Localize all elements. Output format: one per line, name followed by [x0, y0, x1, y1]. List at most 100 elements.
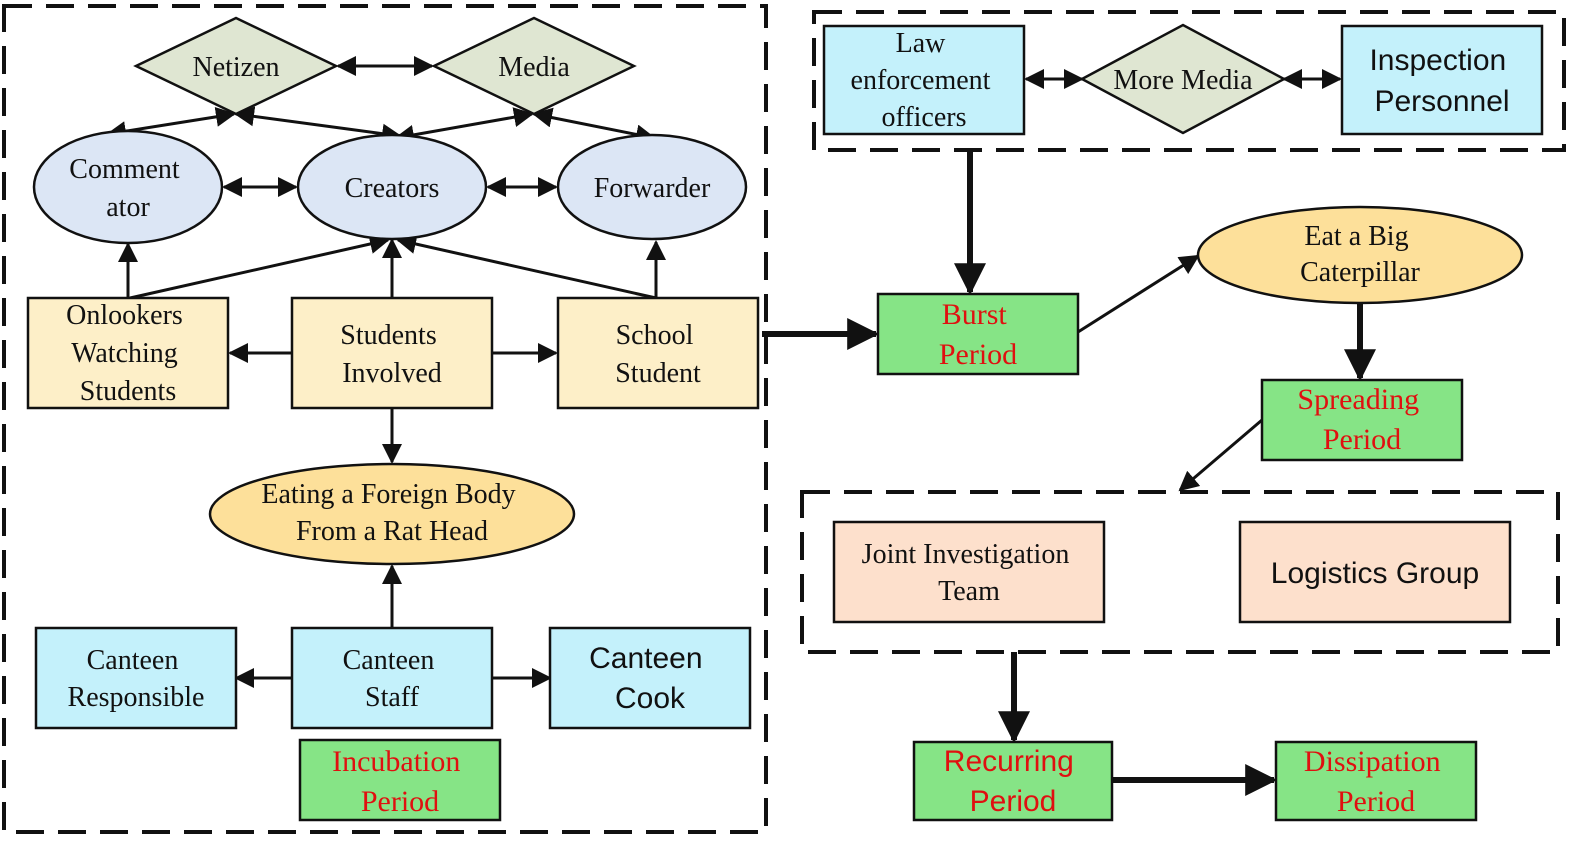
school-student-box: School Student: [556, 296, 760, 410]
burst-label-line2: Period: [939, 338, 1017, 371]
svg-text:Law enforcement of: Law enforcement officers: [851, 28, 998, 133]
svg-text:Comment ator: Comment ator: [69, 154, 186, 223]
law-officers-label-line2: enforcement: [851, 65, 991, 96]
law-officers-label-line1: Law: [896, 28, 947, 59]
recurring-label-line2: Period: [970, 785, 1057, 818]
joint-team-box: Joint Investigation Team: [832, 520, 1106, 624]
svg-text:Eat a Big Caterpillar: Eat a Big Caterpillar: [1300, 221, 1420, 288]
svg-text:More Media: More Media: [1113, 65, 1253, 96]
svg-text:Recurring Period: Recurring Period: [944, 745, 1082, 818]
joint-team-label-line1: Joint Investigation: [862, 539, 1070, 570]
svg-text:Netizen: Netizen: [192, 52, 279, 83]
inspection-label-line1: Inspection: [1369, 44, 1506, 77]
svg-text:Forwarder: Forwarder: [594, 173, 711, 204]
recurring-period-box: Recurring Period: [912, 740, 1114, 822]
law-officers-label-line3: officers: [882, 102, 967, 133]
more-media-diamond: More Media: [1079, 23, 1287, 135]
logistics-label: Logistics Group: [1271, 557, 1479, 590]
law-officers-box: Law enforcement officers: [822, 24, 1026, 136]
svg-text:Dissipation Period: Dissipation Period: [1304, 745, 1448, 818]
canteen-cook-label-line1: Canteen: [589, 642, 702, 675]
edge-netizen-creators: [234, 106, 402, 144]
spreading-period-box: Spreading Period: [1260, 378, 1464, 462]
canteen-responsible-label-line1: Canteen: [87, 645, 179, 676]
onlookers-label-line2: Watching: [71, 338, 178, 369]
netizen-label: Netizen: [192, 52, 279, 83]
canteen-staff-label-line1: Canteen: [343, 645, 435, 676]
school-student-label-line2: Student: [615, 358, 701, 389]
canteen-staff-label-line2: Staff: [365, 682, 420, 713]
onlookers-label-line1: Onlookers: [66, 300, 183, 331]
edge-school-creators: [396, 234, 657, 300]
canteen-responsible-label-line2: Responsible: [68, 682, 205, 713]
incubation-period-box: Incubation Period: [298, 738, 502, 822]
svg-text:Eating a Foreign Body Fr: Eating a Foreign Body From a Rat Head: [261, 479, 522, 547]
forwarder-ellipse: Forwarder: [556, 133, 748, 241]
burst-label-line1: Burst: [942, 298, 1008, 331]
svg-text:School Student: School Student: [615, 320, 701, 389]
recurring-label-line1: Recurring: [944, 745, 1074, 778]
canteen-cook-box: Canteen Cook: [548, 626, 752, 730]
caterpillar-ellipse: Eat a Big Caterpillar: [1196, 205, 1524, 305]
svg-text:Burst Period: Burst Period: [939, 298, 1017, 371]
edge-spreading-response: [1178, 418, 1263, 492]
dissipation-label-line2: Period: [1337, 785, 1415, 818]
dissipation-period-box: Dissipation Period: [1274, 740, 1478, 822]
media-diamond: Media: [431, 16, 637, 116]
netizen-diamond: Netizen: [133, 16, 339, 116]
svg-text:Inspection Personnel: Inspection Personnel: [1369, 44, 1514, 118]
svg-text:Logistics Group: Logistics Group: [1271, 557, 1479, 590]
svg-text:Spreading Period: Spreading Period: [1297, 383, 1426, 456]
dissipation-label-line1: Dissipation: [1304, 745, 1441, 778]
commentator-ellipse: Comment ator: [32, 129, 224, 245]
svg-text:Onlookers Watching: Onlookers Watching Students: [66, 300, 190, 407]
incubation-label-line2: Period: [361, 785, 439, 818]
commentator-label-line1: Comment: [69, 154, 180, 185]
spreading-label-line1: Spreading: [1297, 383, 1419, 416]
svg-text:Joint Investigation Team: Joint Investigation Team: [862, 539, 1077, 607]
caterpillar-label-line2: Caterpillar: [1300, 257, 1420, 288]
incubation-label-line1: Incubation: [332, 745, 460, 778]
logistics-box: Logistics Group: [1238, 520, 1512, 624]
students-involved-label-line2: Involved: [342, 358, 442, 389]
canteen-staff-box: Canteen Staff: [290, 626, 494, 730]
onlookers-box: Onlookers Watching Students: [26, 296, 230, 410]
svg-text:Creators: Creators: [345, 173, 440, 204]
edge-media-forwarder: [532, 107, 656, 145]
edge-burst-caterpillar: [1077, 254, 1200, 334]
onlookers-label-line3: Students: [80, 376, 176, 407]
edge-media-creators: [394, 107, 534, 145]
authority-group-container: [812, 10, 1566, 152]
svg-text:Canteen Responsible: Canteen Responsible: [68, 645, 205, 713]
burst-period-box: Burst Period: [876, 292, 1080, 376]
canteen-responsible-box: Canteen Responsible: [34, 626, 238, 730]
creators-ellipse: Creators: [296, 133, 488, 241]
svg-text:Media: Media: [498, 52, 570, 83]
creators-label: Creators: [345, 173, 440, 204]
commentator-label-line2: ator: [106, 192, 150, 223]
canteen-cook-label-line2: Cook: [615, 682, 686, 715]
svg-text:Students Involved: Students Involved: [340, 320, 443, 389]
svg-text:Canteen Staff: Canteen Staff: [343, 645, 442, 713]
rat-head-ellipse: Eating a Foreign Body From a Rat Head: [208, 462, 576, 566]
more-media-label: More Media: [1113, 65, 1253, 96]
students-involved-label-line1: Students: [340, 320, 436, 351]
rat-head-label-line1: Eating a Foreign Body: [261, 479, 515, 510]
caterpillar-label-line1: Eat a Big: [1304, 221, 1408, 252]
incubation-stage-container: [2, 4, 768, 834]
response-group-container: [800, 490, 1560, 654]
students-involved-box: Students Involved: [290, 296, 494, 410]
rat-head-label-line2: From a Rat Head: [296, 516, 488, 547]
inspection-label-line2: Personnel: [1374, 85, 1509, 118]
media-label: Media: [498, 52, 570, 83]
joint-team-label-line2: Team: [938, 576, 1000, 607]
edge-onlookers-creators: [129, 234, 390, 300]
school-student-label-line1: School: [616, 320, 694, 351]
svg-text:Canteen Cook: Canteen Cook: [589, 642, 711, 715]
spreading-label-line2: Period: [1323, 423, 1401, 456]
svg-text:Incubation Period: Incubation Period: [332, 745, 468, 818]
forwarder-label: Forwarder: [594, 173, 711, 204]
inspection-box: Inspection Personnel: [1340, 24, 1544, 136]
connectors: [106, 56, 1376, 796]
